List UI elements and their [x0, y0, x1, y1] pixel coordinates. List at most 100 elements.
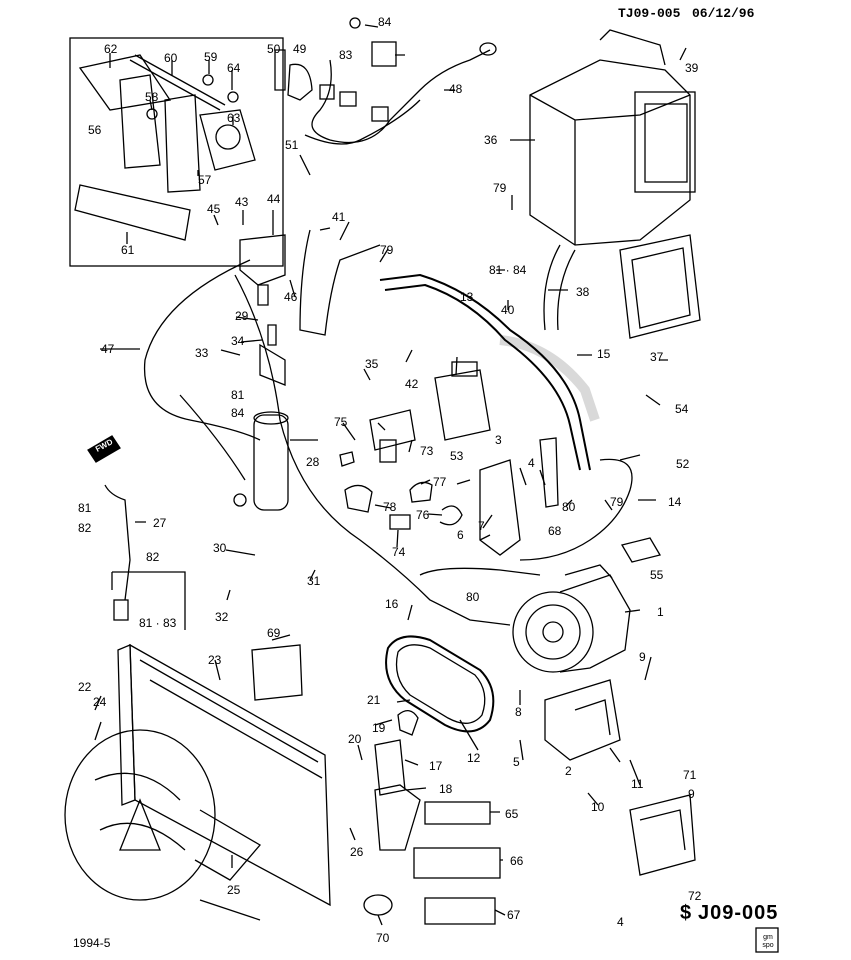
bracket-100: [111, 571, 186, 630]
callout-12: 12: [467, 751, 481, 765]
callout-65: 65: [505, 807, 519, 821]
fan-shroud: [64, 729, 216, 901]
callout-79-right: 79: [610, 495, 624, 509]
callout-10: 10: [591, 800, 605, 814]
case-outlet: [634, 91, 696, 193]
callout-13: 13: [460, 290, 474, 304]
fan-bracket: [194, 809, 262, 881]
callout-25: 25: [227, 883, 241, 897]
callout-19: 19: [372, 721, 386, 735]
harness-branch: [304, 99, 421, 145]
leader-lines: [94, 24, 687, 926]
condenser-23: [129, 643, 331, 907]
compressor-body: [559, 574, 631, 673]
callout-4-mid: 4: [528, 456, 535, 470]
bracket-57: [164, 94, 201, 193]
callout-80-mid: 80: [466, 590, 480, 604]
connector-a: [339, 91, 357, 107]
bracket-62: [78, 54, 172, 111]
filter-37: [619, 234, 701, 339]
callout-39: 39: [685, 61, 699, 75]
clip-76: [439, 505, 463, 526]
plate-61: [74, 184, 191, 241]
callout-101: 83: [339, 48, 353, 62]
pipe-47-end: [233, 493, 247, 507]
harness-48: [311, 49, 491, 144]
callout-72: 72: [688, 889, 702, 903]
callout-84-left: 84: [231, 406, 245, 420]
gm-logo: gm spo: [762, 934, 774, 949]
hose-27: [104, 484, 131, 601]
callout-68: 68: [548, 524, 562, 538]
callout-57: 57: [198, 173, 212, 187]
callout-81-83: 81 · 83: [139, 616, 177, 630]
callout-52: 52: [676, 457, 690, 471]
ref-prefix: $: [680, 902, 693, 924]
callout-4-bot: 4: [617, 915, 624, 929]
sensor-29: [257, 284, 269, 306]
clip-77: [409, 481, 433, 503]
discharge-line: [234, 274, 511, 626]
doc-date: 06/12/96: [692, 6, 755, 21]
callout-55: 55: [650, 568, 664, 582]
callout-54: 54: [675, 402, 689, 416]
bracket-71: [629, 794, 696, 876]
callout-45: 45: [207, 202, 221, 216]
bolt-64: [227, 91, 239, 103]
callout-24: 24: [93, 695, 107, 709]
gasket-55: [620, 537, 662, 563]
callout-58: 58: [145, 90, 159, 104]
callout-44: 44: [267, 192, 281, 206]
bracket-56: [119, 74, 161, 169]
clamp-19: [397, 710, 419, 736]
hose-38: [543, 244, 576, 331]
callout-18: 18: [439, 782, 453, 796]
fwd-arrow-shape: [87, 435, 121, 463]
callout-37: 37: [650, 350, 664, 364]
fuse-101: [371, 41, 397, 67]
callout-40: 40: [501, 303, 515, 317]
callout-73: 73: [420, 444, 434, 458]
callout-82: 82: [78, 521, 92, 535]
clamp-70: [363, 894, 393, 916]
callout-36: 36: [484, 133, 498, 147]
sensor-51: [299, 154, 311, 176]
callout-26: 26: [350, 845, 364, 859]
compressor-hub: [542, 621, 564, 643]
inset-box: [69, 37, 284, 267]
gasket-hole: [215, 124, 241, 150]
connector-50: [274, 49, 286, 91]
callout-71: 71: [683, 768, 697, 782]
callout-29: 29: [235, 309, 249, 323]
bracket-2: [544, 679, 621, 761]
filter-37-inner: [631, 247, 691, 329]
inset-leaders: [109, 53, 234, 244]
callout-80-top: 80: [562, 500, 576, 514]
case-bracket: [599, 29, 666, 66]
callout-49: 49: [293, 42, 307, 56]
callout-79-top: 79: [493, 181, 507, 195]
callout-100: 82: [146, 550, 160, 564]
callout-53: 53: [450, 449, 464, 463]
clip-78: [344, 484, 373, 513]
bracket-3: [479, 459, 521, 556]
bracket-2-rib: [574, 699, 611, 736]
callout-16: 16: [385, 597, 399, 611]
label-66: [413, 847, 501, 879]
drier-top: [253, 411, 289, 425]
rod-60: [129, 54, 226, 111]
callout-28: 28: [306, 455, 320, 469]
callout-67: 67: [507, 908, 521, 922]
hose-13: [379, 273, 591, 471]
callout-31: 31: [307, 574, 321, 588]
valve-68: [539, 437, 559, 508]
callout-50: 50: [267, 42, 281, 56]
case-edges: [529, 94, 691, 245]
callout-3: 3: [495, 433, 502, 447]
label-65: [424, 801, 491, 825]
hose-13-sleeve: [499, 335, 600, 422]
hose-27-fitting: [113, 599, 129, 621]
callout-42: 42: [405, 377, 419, 391]
callout-33: 33: [195, 346, 209, 360]
